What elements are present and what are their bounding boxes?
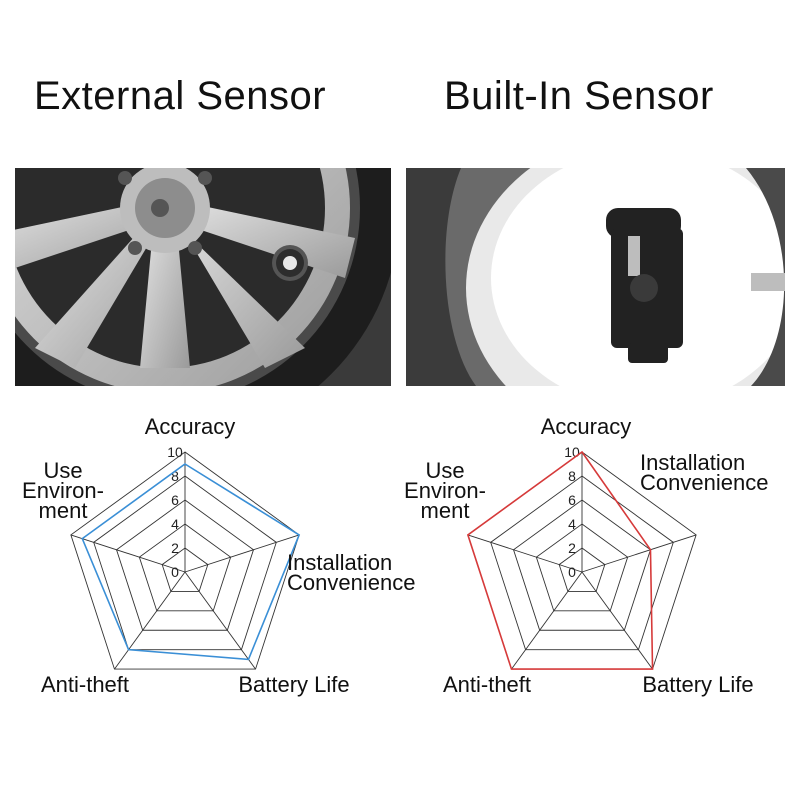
radar-spoke [184,534,300,573]
radar-grid-ring [490,475,674,651]
radar-axis-label: Battery Life [238,672,349,697]
radar-spoke [184,571,256,670]
radar-axis-label: Accuracy [541,414,631,439]
radar-tick-label: 8 [568,468,576,484]
radar-axis-label: Anti-theft [41,672,129,697]
radar-spoke [70,534,186,573]
radar-grid-ring [558,547,606,592]
radar-axis-label: Anti-theft [443,672,531,697]
built-in-sensor-photo [406,168,785,386]
radar-grid-ring [512,499,652,631]
radar-axis-label: Accuracy [145,414,235,439]
radar-spoke [581,534,697,573]
radar-tick-label: 6 [568,492,576,508]
radar-tick-label: 10 [167,444,183,460]
radar-series-polygon [81,463,301,661]
radar-tick-label: 6 [171,492,179,508]
radar-spoke [581,571,653,670]
radar-tick-label: 4 [171,516,179,532]
radar-grid-ring [70,451,300,670]
radar-grid-ring [115,499,255,631]
radar-tick-label: 4 [568,516,576,532]
radar-grid-ring [138,523,232,612]
external-sensor-photo [15,168,391,386]
radar-tick-label: 8 [171,468,179,484]
radar-spoke [114,571,186,670]
radar-tick-label: 2 [171,540,179,556]
radar-series-polygon [466,450,654,670]
radar-tick-label: 0 [171,564,179,580]
radar-spoke [511,571,583,670]
radar-tick-label: 10 [564,444,580,460]
radar-axis-label: Battery Life [642,672,753,697]
radar-grid-ring [535,523,629,612]
radar-grid-ring [93,475,277,651]
title-external-sensor: External Sensor [34,74,327,118]
radar-tick-label: 0 [568,564,576,580]
radar-grid-ring [161,547,209,592]
title-built-in-sensor: Built-In Sensor [444,74,714,118]
radar-tick-label: 2 [568,540,576,556]
radar-spoke [467,534,583,573]
